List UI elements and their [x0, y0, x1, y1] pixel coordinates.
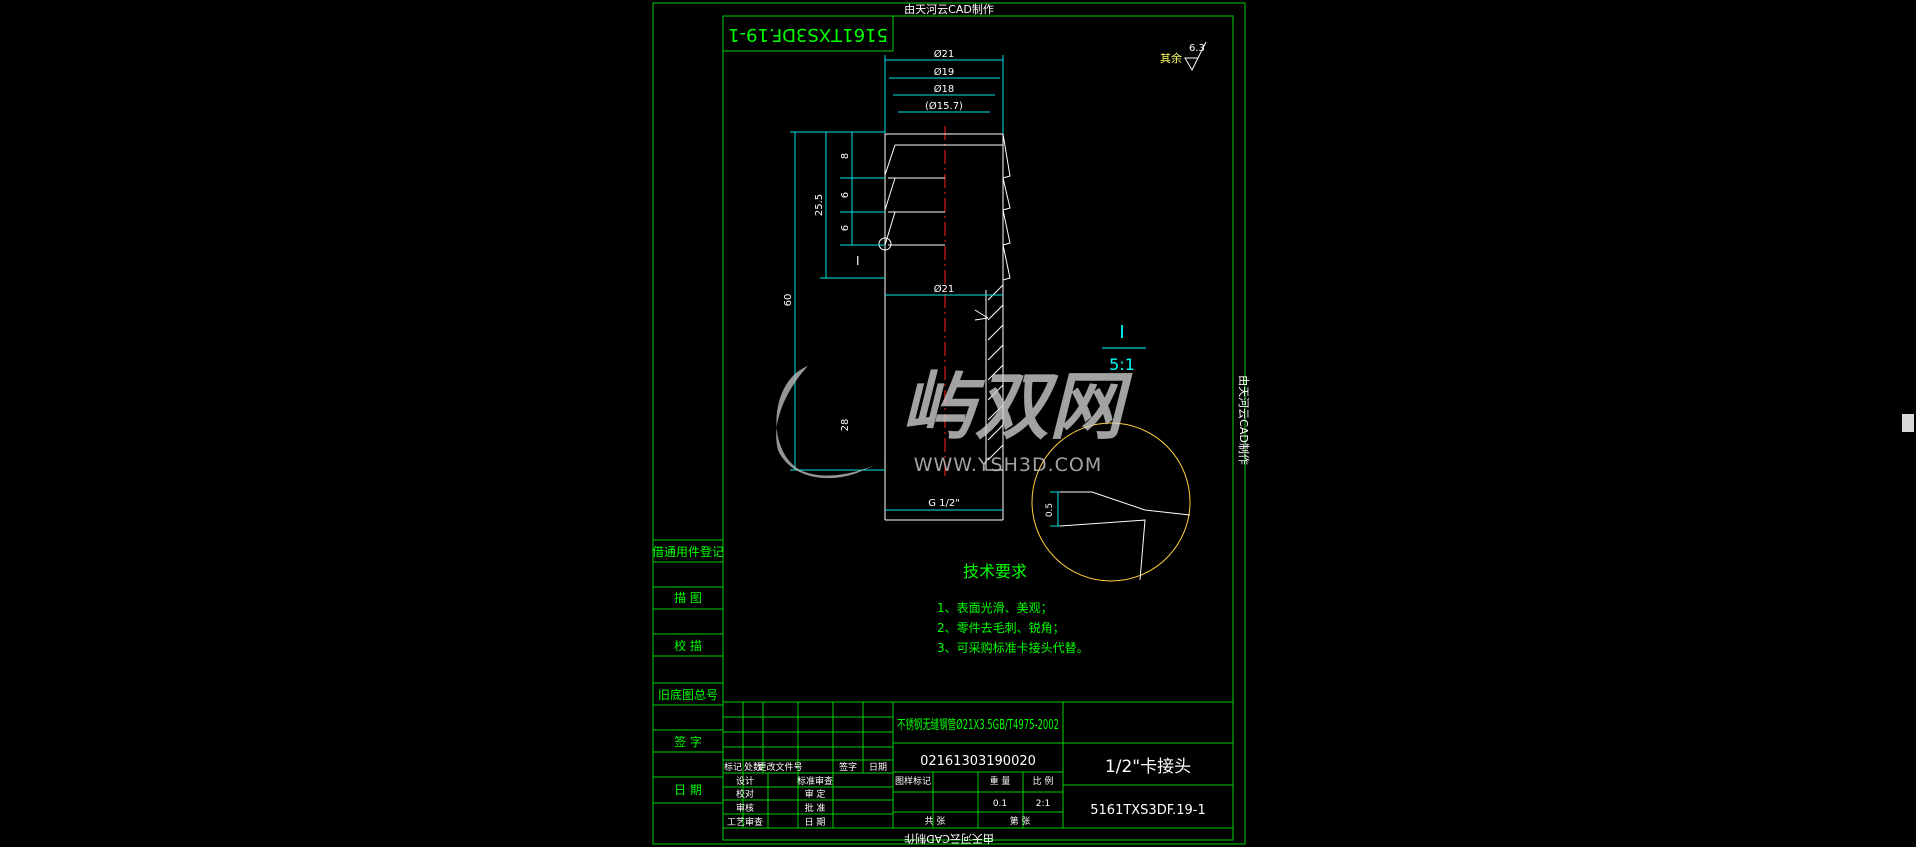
drawing-number: 5161TXS3DF.19-1 — [1090, 803, 1206, 818]
sign-row-4-right: 日 期 — [805, 817, 826, 828]
dim-d157: (Ø15.7) — [925, 100, 963, 112]
rev-header-5: 日期 — [869, 762, 887, 773]
tech-requirements: 技术要求 1、表面光滑、美观； 2、零件去毛刺、锐角； 3、可采购标准卡接头代替… — [937, 562, 1089, 655]
dim-d21-mid: Ø21 — [934, 283, 955, 295]
left-blocks — [653, 539, 723, 804]
rev-header-2: 处数 — [744, 761, 762, 773]
detail-callout: I — [856, 254, 860, 268]
watermark: 屿双网 WWW.YSH3D.COM — [776, 364, 1133, 479]
side-note: 由天河云CAD制作 — [1237, 375, 1251, 465]
scroll-thumb[interactable] — [1902, 414, 1914, 432]
dim-thread: G 1/2" — [928, 498, 960, 509]
rev-header-4: 签字 — [839, 761, 857, 773]
detail-marker: I — [1119, 322, 1124, 343]
sign-row-2-right: 审 定 — [805, 788, 826, 800]
dim-d19: Ø19 — [934, 66, 955, 78]
dim-25-5: 25.5 — [814, 194, 825, 216]
part-code: 02161303190020 — [920, 754, 1036, 769]
sign-row-1-left: 设计 — [736, 775, 754, 787]
left-block-1: 借通用件登记 — [652, 544, 724, 559]
drawing-frame — [652, 2, 1246, 845]
left-block-3: 校 描 — [674, 638, 702, 653]
sheet-total: 共 张 — [925, 816, 946, 827]
watermark-url: WWW.YSH3D.COM — [914, 454, 1103, 476]
title-block — [722, 701, 1234, 829]
rev-header-1: 标记 — [724, 761, 742, 773]
roughness-value: 6.3 — [1189, 43, 1205, 54]
rotated-code-box: 5161TXS3DF.19-1 — [722, 15, 894, 52]
header-note: 由天河云CAD制作 — [904, 2, 994, 16]
tech-item-2: 2、零件去毛刺、锐角； — [937, 621, 1065, 635]
dim-6b: 6 — [840, 225, 851, 231]
detail-view: I 5:1 0.5 — [1031, 322, 1191, 582]
sign-row-2-left: 校对 — [736, 788, 754, 800]
sheet-no: 第 张 — [1010, 815, 1031, 827]
left-block-4: 旧底图总号 — [658, 687, 718, 702]
scale-label: 比 例 — [1033, 775, 1054, 787]
detail-dim-0-5: 0.5 — [1045, 503, 1055, 517]
vertical-scrollbar[interactable] — [1900, 0, 1916, 847]
sign-row-1-right: 标准审查 — [797, 775, 833, 787]
dim-6a: 6 — [840, 192, 851, 198]
left-block-6: 日 期 — [674, 783, 702, 797]
rev-header-3: 更改文件号 — [757, 761, 802, 773]
sign-row-3-right: 批 准 — [805, 802, 826, 814]
dim-60: 60 — [783, 294, 794, 307]
weight-label: 重 量 — [990, 775, 1011, 787]
left-block-2: 描 图 — [674, 591, 702, 605]
rotated-code: 5161TXS3DF.19-1 — [728, 24, 888, 45]
dim-d18: Ø18 — [934, 83, 955, 95]
tech-item-1: 1、表面光滑、美观； — [937, 601, 1053, 615]
stage-label: 图样标记 — [895, 775, 931, 787]
dim-d21-top: Ø21 — [934, 48, 955, 60]
roughness-label: 其余 — [1160, 51, 1182, 65]
part-view: Ø21 Ø19 Ø18 (Ø15.7) Ø21 G 1/2" 8 6 6 25.… — [783, 48, 1011, 521]
roughness-note: 其余 6.3 — [1160, 41, 1207, 72]
weight-value: 0.1 — [993, 799, 1007, 809]
dim-28: 28 — [840, 419, 851, 432]
detail-scale: 5:1 — [1109, 355, 1135, 374]
scale-value: 2:1 — [1036, 799, 1050, 809]
material-spec: 不锈钢无缝钢管Ø21X3.5GB/T4975-2002 — [897, 718, 1059, 733]
sign-row-4-left: 工艺审查 — [727, 816, 763, 828]
sign-row-3-left: 审核 — [736, 802, 754, 814]
left-block-5: 签 字 — [674, 734, 702, 749]
bottom-note: 由天河云CAD制作 — [904, 832, 994, 846]
tech-title: 技术要求 — [963, 562, 1027, 581]
dim-8: 8 — [840, 153, 851, 159]
tech-item-3: 3、可采购标准卡接头代替。 — [937, 640, 1089, 655]
part-name: 1/2"卡接头 — [1105, 757, 1191, 777]
watermark-brand: 屿双网 — [901, 364, 1133, 450]
